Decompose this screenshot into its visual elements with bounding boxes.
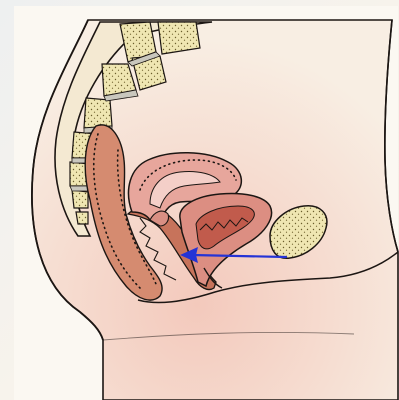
vertebra-8 (72, 190, 88, 208)
vertebra-5 (84, 98, 112, 128)
disc-5 (70, 186, 88, 191)
vertebra-9 (76, 212, 88, 224)
vertebra-2 (158, 22, 200, 54)
